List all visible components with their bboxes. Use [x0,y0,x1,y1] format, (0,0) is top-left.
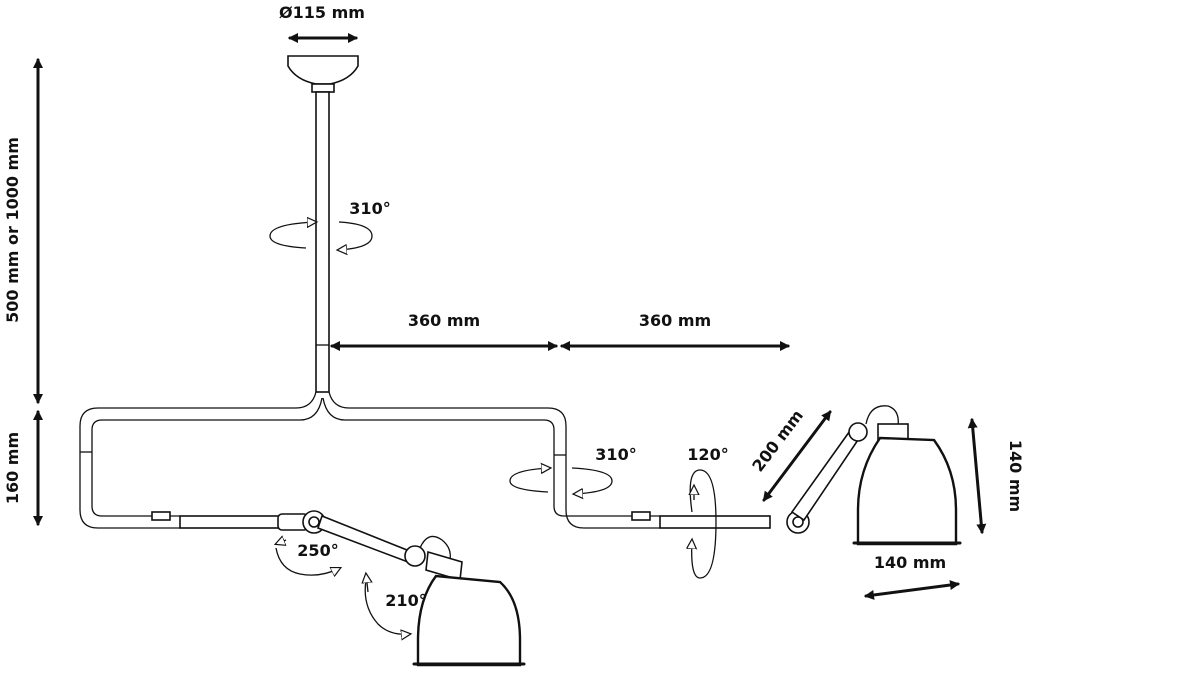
right-tilt-rotation-label: 120° [687,445,728,464]
canopy-diameter-label: Ø115 mm [279,3,365,22]
shade-height-label: 140 mm [1006,440,1025,512]
rod-height-label: 500 mm or 1000 mm [3,137,22,323]
arm-length-left-dimension: 360 mm [330,311,558,351]
shade-width-label: 140 mm [874,553,946,572]
frame-height-dimension: 160 mm [3,410,43,526]
arm-length-right-dimension: 360 mm [560,311,790,351]
right-tilt-rotation-indicator: 120° [687,445,729,579]
arm-length-right-label: 360 mm [639,311,711,330]
suspension-rod [315,91,330,393]
shade-height-dimension: 140 mm [967,418,1025,534]
lamp-frame [79,391,771,529]
left-shade-rotation-label: 210° [385,591,426,610]
left-lamp [277,510,526,667]
left-shade-rotation-indicator: 210° [365,574,427,634]
rod-rotation-indicator: 310° [269,199,391,250]
right-joint-rotation-indicator: 310° [509,445,637,494]
canopy-diameter-dimension: Ø115 mm [279,3,365,43]
shade-width-dimension: 140 mm [864,553,960,600]
left-arm-rotation-indicator: 250° [276,540,340,575]
right-lamp [786,405,962,546]
rod-height-dimension: 500 mm or 1000 mm [3,58,43,404]
frame-height-label: 160 mm [3,432,22,504]
left-arm-rotation-label: 250° [297,541,338,560]
ceiling-canopy [287,55,359,93]
arm-length-left-label: 360 mm [408,311,480,330]
rod-rotation-label: 310° [349,199,390,218]
right-joint-rotation-label: 310° [595,445,636,464]
lamp-arm-label: 200 mm [748,406,807,475]
